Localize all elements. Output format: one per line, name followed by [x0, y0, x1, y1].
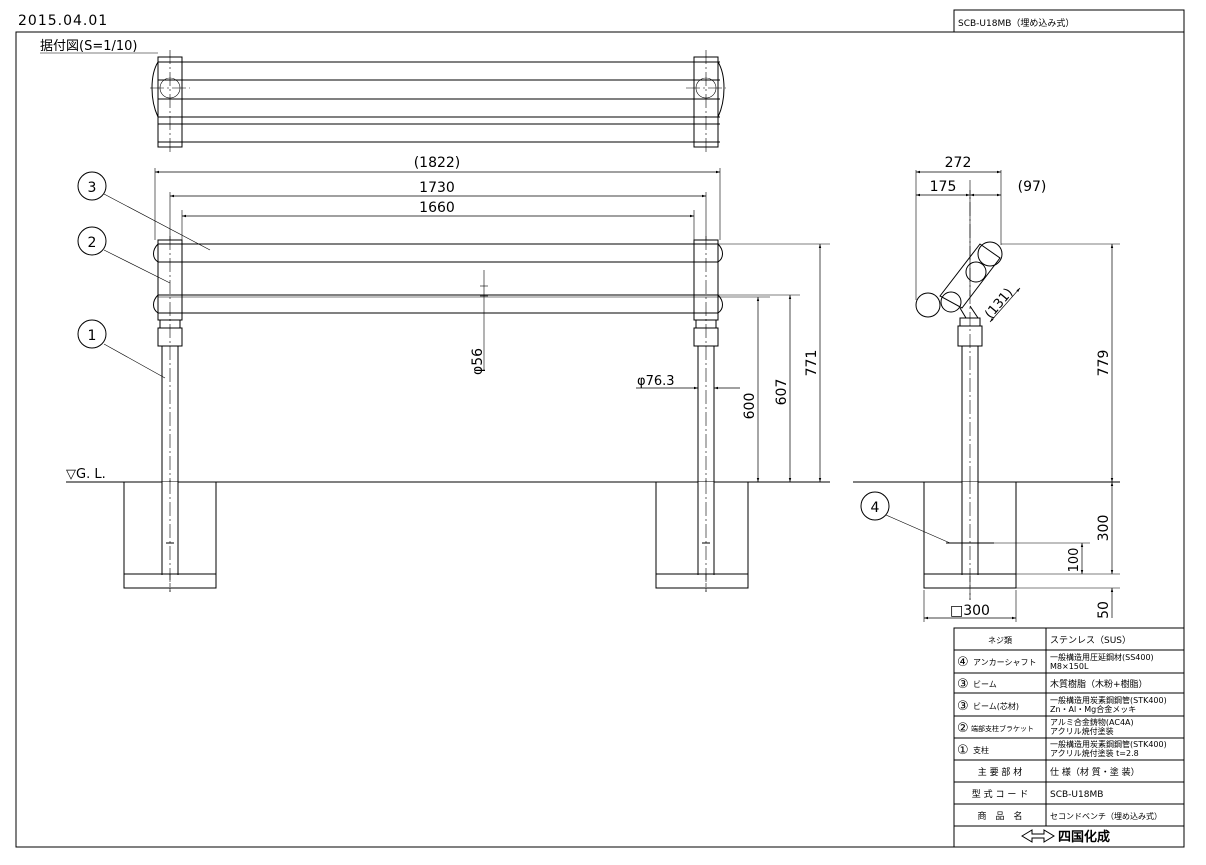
drawing-title: 据付図(S=1/10) — [40, 39, 137, 54]
drawing-date: 2015.04.01 — [18, 13, 108, 29]
part-no-anchor: ④ — [957, 655, 969, 670]
part-spec-anchor-2: M8×150L — [1050, 662, 1089, 671]
model-title: SCB-U18MB（埋め込み式） — [958, 17, 1074, 29]
dim-anchor-100: 100 — [1067, 548, 1082, 573]
dim-depth-175: 175 — [930, 179, 957, 195]
footer-code-label: 型 式 コ ー ド — [972, 788, 1028, 800]
part-spec-beam-core-1: 一般構造用炭素鋼鋼管(STK400) — [1050, 695, 1167, 705]
dim-beam-dia: φ56 — [470, 348, 486, 375]
logo-mark-icon — [1021, 829, 1055, 843]
front-elevation: (1822) 1730 1660 ▽G. L. — [66, 155, 830, 592]
ground-level-label: ▽G. L. — [66, 467, 106, 482]
part-name-bracket: 端部支柱ブラケット — [971, 724, 1034, 733]
part-spec-bracket-2: アクリル焼付塗装 — [1050, 726, 1114, 736]
part-name-post: 支柱 — [973, 745, 989, 755]
part-no-beam-core: ③ — [957, 699, 969, 714]
dim-h771: 771 — [804, 350, 820, 377]
part-spec-beam-core-2: Zn・Al・Mg合金メッキ — [1050, 704, 1136, 714]
balloon-3: 3 — [88, 180, 97, 196]
part-name-beam: ビーム — [973, 680, 997, 689]
part-no-bracket: ② — [957, 721, 969, 736]
parts-table: ネジ類 ステンレス（SUS） ④ アンカーシャフト 一般構造用圧延鋼材(SS40… — [953, 627, 1185, 848]
part-name-anchor: アンカーシャフト — [973, 658, 1037, 667]
part-spec-beam: 木質樹脂（木粉+樹脂） — [1050, 678, 1148, 690]
part-spec-anchor-1: 一般構造用圧延鋼材(SS400) — [1050, 652, 1154, 662]
part-no-beam: ③ — [957, 677, 969, 692]
dim-beam-length: 1730 — [419, 180, 455, 196]
balloon-1: 1 — [88, 328, 97, 344]
dim-h779: 779 — [1096, 350, 1112, 377]
part-name-screws: ネジ類 — [988, 635, 1012, 645]
dim-h600: 600 — [742, 393, 758, 420]
dim-embed-300: 300 — [1096, 515, 1112, 542]
dim-slant-131: (131) — [982, 286, 1016, 322]
part-no-post: ① — [957, 743, 969, 758]
dim-h607: 607 — [774, 379, 790, 406]
part-spec-post-2: アクリル焼付塗装 t=2.8 — [1050, 748, 1139, 758]
dim-overall-width: (1822) — [414, 155, 461, 171]
plan-view — [150, 50, 726, 152]
footer-product-value: セコンドベンチ（埋め込み式） — [1050, 811, 1162, 821]
dim-base-50: 50 — [1096, 601, 1112, 619]
company-logo: 四国化成 — [1058, 829, 1110, 845]
part-spec-screws: ステンレス（SUS） — [1050, 635, 1131, 646]
footer-product-label: 商 品 名 — [977, 810, 1022, 822]
dim-post-dia: φ76.3 — [637, 374, 675, 389]
footer-code-value: SCB-U18MB — [1050, 790, 1103, 800]
part-spec-post-1: 一般構造用炭素鋼鋼管(STK400) — [1050, 739, 1167, 749]
balloon-4: 4 — [871, 500, 880, 516]
footer-main-parts-label: 主 要 部 材 — [978, 766, 1023, 778]
dim-depth-97: (97) — [1018, 179, 1047, 195]
dim-depth-272: 272 — [945, 155, 972, 171]
dim-footing-300: □300 — [950, 603, 990, 619]
dim-post-pitch: 1660 — [419, 200, 455, 216]
part-name-beam-core: ビーム(芯材) — [973, 701, 1019, 711]
footer-main-parts-value: 仕 様（材 質・塗 装） — [1050, 766, 1140, 778]
side-view: 272 175 (97) (131) 779 — [853, 155, 1120, 622]
sheet-border — [15, 31, 1185, 848]
balloon-2: 2 — [88, 235, 97, 251]
part-spec-bracket-1: アルミ合金鋳物(AC4A) — [1050, 717, 1134, 727]
